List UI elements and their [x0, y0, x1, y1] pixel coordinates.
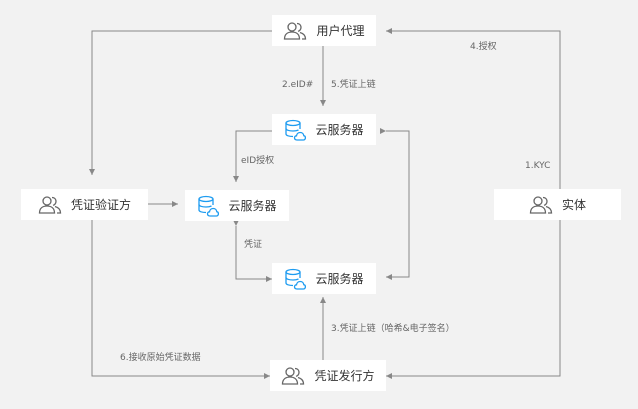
cloud-server-bottom-node[interactable]: 云服务器 [272, 263, 376, 294]
cloud-server-bottom-label: 云服务器 [315, 272, 364, 286]
edge-user-to-verifier [89, 30, 272, 175]
cloud-server-icon [198, 195, 220, 217]
edge-label-authorize: 4.授权 [470, 42, 497, 52]
edge-label-chain-hash: 3.凭证上链（哈希&电子签名） [331, 324, 455, 334]
issuer-node[interactable]: 凭证发行方 [270, 360, 386, 391]
user-agent-label: 用户代理 [316, 24, 365, 38]
edge-label-eid-auth: eID授权 [241, 156, 275, 166]
edge-cloud-top-cloud-bottom [380, 128, 410, 280]
edge-cloud-mid-cloud-bottom [233, 220, 272, 282]
cloud-server-top-node[interactable]: 云服务器 [272, 114, 376, 145]
verifier-label: 凭证验证方 [70, 198, 131, 212]
edge-label-to-chain: 5.凭证上链 [331, 80, 376, 90]
cloud-server-middle-node[interactable]: 云服务器 [185, 190, 289, 221]
edge-entity-to-issuer [386, 219, 561, 379]
users-icon [529, 195, 553, 214]
issuer-label: 凭证发行方 [314, 369, 375, 383]
edge-label-kyc: 1.KYC [525, 161, 551, 171]
edge-label-credential: 凭证 [244, 240, 263, 250]
cloud-server-icon [285, 119, 307, 141]
entity-node[interactable]: 实体 [494, 189, 621, 220]
entity-label: 实体 [561, 198, 586, 212]
edge-entity-to-user [386, 28, 561, 189]
users-icon [38, 195, 62, 214]
edge-label-eid: 2.eID# [282, 80, 314, 90]
edge-verifier-to-issuer [91, 220, 270, 379]
users-icon [282, 366, 305, 385]
edge-label-receive-data: 6.接收原始凭证数据 [120, 353, 201, 363]
cloud-server-top-label: 云服务器 [315, 123, 364, 137]
cloud-server-icon [285, 268, 307, 290]
verifier-node[interactable]: 凭证验证方 [21, 189, 148, 220]
users-icon [284, 21, 307, 40]
user-agent-node[interactable]: 用户代理 [272, 15, 376, 46]
cloud-server-middle-label: 云服务器 [228, 199, 277, 213]
edge-cloud-top-cloud-mid [233, 128, 278, 182]
